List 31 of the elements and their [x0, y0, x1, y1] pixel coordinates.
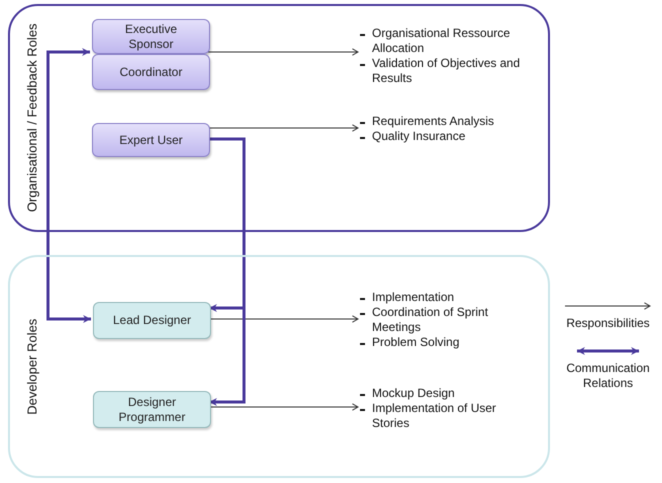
- role-box: [93, 302, 211, 339]
- role-label: Designer Programmer: [118, 394, 186, 424]
- responsibility-item: Implementation of User Stories: [372, 401, 498, 431]
- responsibility-item: Problem Solving: [372, 335, 460, 350]
- group-panel: [8, 4, 550, 232]
- responsibility-item: Mockup Design: [372, 386, 455, 401]
- responsibility-item: Coordination of Sprint Meetings: [372, 305, 490, 335]
- legend-label: Communication Relations: [565, 361, 651, 391]
- role-label: Expert User: [118, 132, 184, 148]
- legend-label: Responsibilities: [566, 316, 650, 331]
- responsibility-item: Validation of Objectives and Results: [372, 56, 521, 86]
- connector-arrow: [46, 48, 91, 323]
- responsibility-item: Requirements Analysis: [372, 114, 494, 129]
- role-label: Lead Designer: [112, 313, 192, 328]
- connector-arrow: [208, 403, 358, 411]
- role-box: [92, 19, 210, 54]
- role-box: [92, 54, 210, 90]
- group-title: Organisational / Feedback Roles: [23, 24, 40, 212]
- role-label: Coordinator: [118, 64, 184, 80]
- role-box: [93, 391, 211, 428]
- responsibility-item: Quality Insurance: [372, 129, 466, 144]
- connector-arrow: [208, 315, 358, 323]
- role-box: [92, 123, 210, 157]
- responsibility-item: Implementation: [372, 290, 454, 305]
- connector-arrow: [208, 124, 358, 132]
- connector-arrow: [208, 48, 358, 56]
- group-title: Developer Roles: [23, 318, 40, 415]
- group-panel: [8, 255, 550, 478]
- role-label: Executive Sponsor: [124, 22, 178, 52]
- responsibility-item: Organisational Ressource Allocation: [372, 26, 512, 56]
- connector-arrow: [208, 138, 246, 406]
